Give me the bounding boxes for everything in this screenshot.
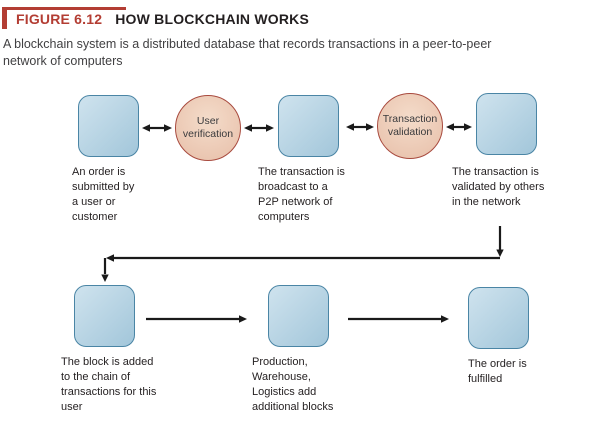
arrow-validated-down	[496, 226, 504, 257]
arrow-verification-to-broadcast	[244, 124, 274, 132]
figure-subtitle: A blockchain system is a distributed dat…	[3, 37, 492, 68]
caption-order-fulfilled: The order is fulfilled	[468, 358, 527, 385]
figure-label: FIGURE 6.12	[16, 11, 103, 27]
caption-additional-blocks: Production, Warehouse, Logistics add add…	[252, 356, 334, 413]
connector-horizontal-left	[106, 254, 500, 262]
figure-frame-left-bar	[2, 7, 7, 29]
block-added-to-chain	[74, 285, 135, 347]
caption-order-submitted: An order is submitted by a user or custo…	[72, 166, 135, 223]
circle-transaction-validation: Transaction validation	[377, 93, 443, 159]
arrow-order-to-verification	[142, 124, 172, 132]
caption-added-to-chain: The block is added to the chain of trans…	[61, 356, 157, 413]
caption-broadcast-p2p: The transaction is broadcast to a P2P ne…	[258, 166, 345, 223]
block-order-fulfilled	[468, 287, 529, 349]
circle-user-verification: User verification	[175, 95, 241, 161]
figure-frame-top-rule	[2, 7, 126, 10]
figure-title: HOW BLOCKCHAIN WORKS	[115, 11, 309, 27]
arrow-production-to-fulfilled	[348, 315, 449, 323]
block-additional-blocks	[268, 285, 329, 347]
caption-validated: The transaction is validated by others i…	[452, 166, 545, 208]
figure-heading: FIGURE 6.12 HOW BLOCKCHAIN WORKS	[16, 11, 309, 27]
arrow-into-block-added	[101, 258, 109, 282]
block-order-submitted	[78, 95, 139, 157]
arrow-added-to-production	[146, 315, 247, 323]
block-broadcast-p2p	[278, 95, 339, 157]
arrow-validation-to-validated	[446, 123, 472, 131]
block-validated	[476, 93, 537, 155]
arrow-broadcast-to-validation	[346, 123, 374, 131]
